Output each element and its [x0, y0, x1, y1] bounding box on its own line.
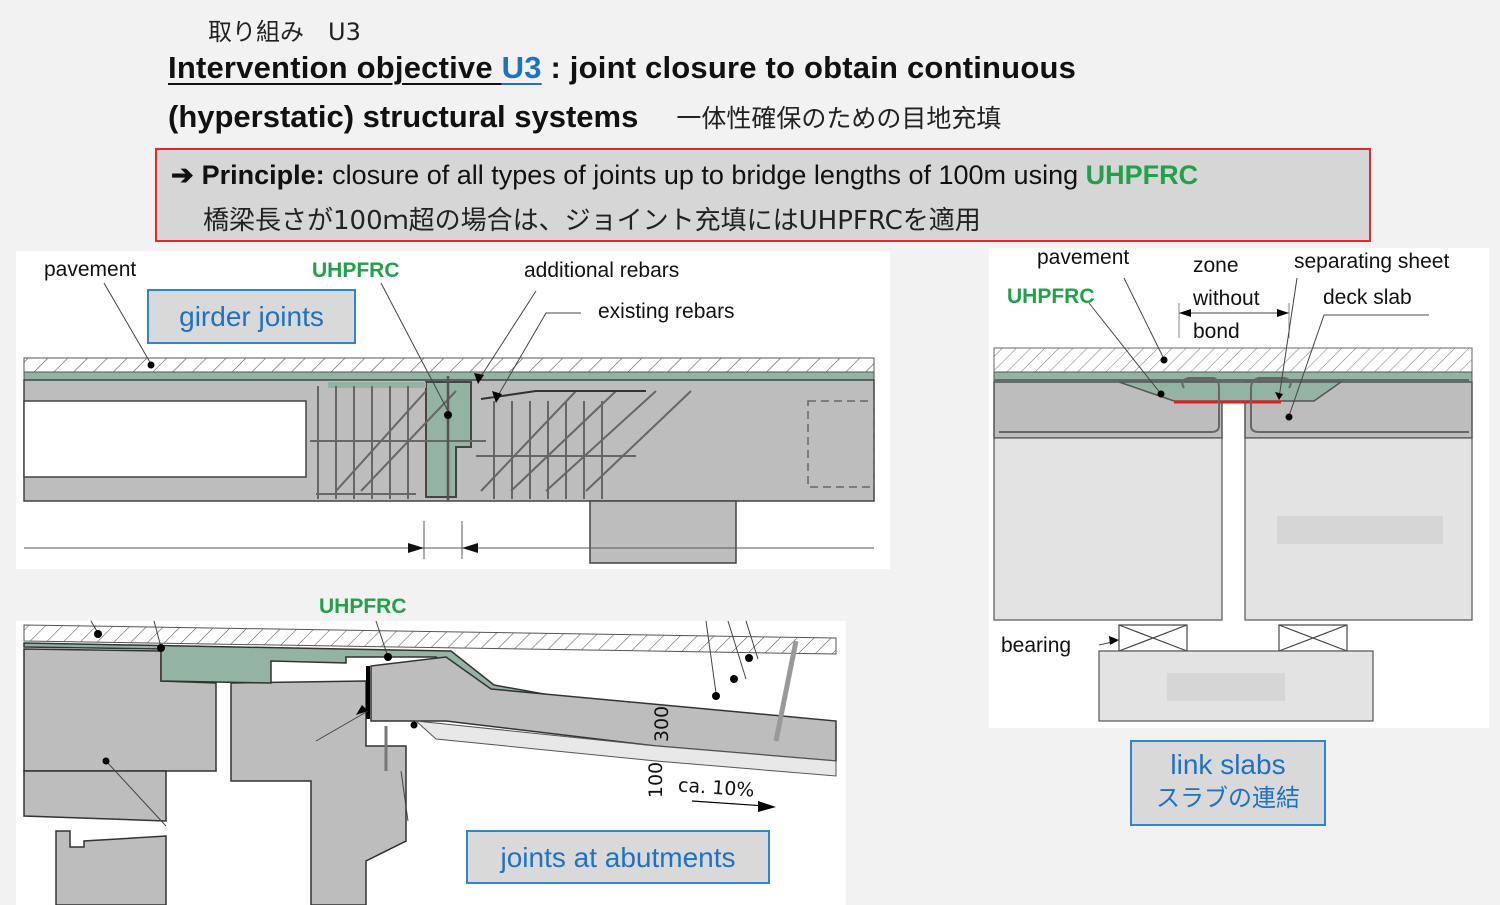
bearing-left	[1118, 624, 1188, 652]
arrow-right-icon: ➔	[171, 160, 194, 190]
girder-joint-drawing	[23, 282, 875, 564]
pier	[589, 500, 737, 564]
principle-label: Principle:	[201, 160, 325, 190]
principle-jp-text: 橋梁長さが100ｍ超の場合は、ジョイント充填にはUHPFRCを適用	[203, 206, 981, 236]
title-line2-jp: 一体性確保のための目地充填	[676, 105, 1002, 133]
abutments-diagram: UHPFRC 300 100 ca. 10% joints at abutmen…	[16, 595, 846, 905]
label-uhpfrc-link: UHPFRC	[1007, 285, 1095, 308]
principle-text: closure of all types of joints up to bri…	[324, 160, 1086, 190]
label-without: without	[1193, 287, 1260, 310]
title-code-link[interactable]: U3	[501, 50, 542, 85]
girder-left	[993, 437, 1223, 621]
japanese-subtitle: 取り組み U3	[208, 18, 361, 46]
principle-box: ➔Principle: closure of all types of join…	[155, 148, 1371, 242]
principle-highlight: UHPFRC	[1085, 160, 1199, 190]
label-uhpfrc: UHPFRC	[312, 259, 400, 282]
bearing-right	[1278, 624, 1348, 652]
label-separating-sheet: separating sheet	[1294, 250, 1450, 273]
title-rest: : joint closure to obtain continuous	[541, 50, 1077, 85]
page-title: Intervention objective U3 : joint closur…	[168, 50, 1076, 86]
pavement-layer	[23, 624, 837, 655]
link-slabs-tag-jp: スラブの連結	[1156, 785, 1300, 812]
title-prefix: Intervention objective	[168, 50, 502, 85]
link-slabs-tag-label: link slabs	[1170, 749, 1286, 780]
label-bond: bond	[1193, 320, 1240, 343]
pavement-layer	[993, 347, 1473, 373]
abutment-joint-drawing	[23, 620, 837, 905]
link-slabs-diagram: pavement UHPFRC zone without bond separa…	[989, 246, 1489, 728]
page-title-line2: (hyperstatic) structural systems 一体性確保のため…	[168, 99, 1001, 135]
uhpfrc-fill	[1118, 381, 1344, 402]
label-bearing: bearing	[1001, 634, 1072, 657]
abutments-tag: joints at abutments	[466, 830, 770, 884]
title-line2-text: (hyperstatic) structural systems	[168, 99, 639, 134]
dimension-300: 300	[651, 705, 674, 743]
label-existing-rebars: existing rebars	[598, 300, 735, 323]
link-slab-drawing	[993, 277, 1473, 722]
label-deck-slab: deck slab	[1323, 286, 1412, 309]
link-slabs-tag: link slabs スラブの連結	[1130, 740, 1326, 826]
label-pavement-link: pavement	[1037, 246, 1130, 269]
girder-joints-tag: girder joints	[147, 289, 356, 344]
label-pavement: pavement	[44, 258, 137, 281]
box-void	[23, 400, 307, 478]
principle-line: ➔Principle: closure of all types of join…	[171, 160, 1198, 191]
dimension-100: 100	[645, 761, 668, 799]
label-uhpfrc-abutment: UHPFRC	[319, 595, 407, 618]
label-additional-rebars: additional rebars	[524, 259, 680, 282]
girder-joints-diagram: pavement UHPFRC additional rebars existi…	[16, 251, 890, 569]
label-zone: zone	[1193, 254, 1239, 277]
